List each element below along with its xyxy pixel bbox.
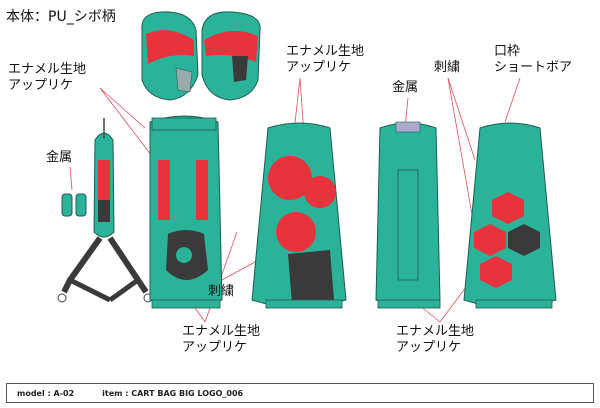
footer-bar: model : A-02 item : CART BAG BIG LOGO_00… — [6, 383, 594, 403]
footer-item: item : CART BAG BIG LOGO_006 — [102, 388, 244, 398]
label-embroidery-top: 刺繍 — [434, 60, 461, 75]
strap — [57, 118, 153, 303]
label-enamel-left-1: エナメル生地 — [8, 62, 87, 77]
metal-clips — [61, 193, 87, 217]
label-enamel-bottom-left: エナメル生地 — [182, 324, 261, 339]
head-cover-left — [141, 11, 199, 101]
label-rim: 口枠 — [494, 44, 521, 59]
bag-front — [149, 115, 223, 309]
label-applique-top: アップリケ — [286, 60, 352, 75]
label-short-boa: ショートボア — [494, 60, 573, 75]
head-cover-right — [201, 11, 261, 101]
bag-side-logo — [251, 122, 347, 309]
label-applique-bottom-right: アップリケ — [396, 340, 462, 355]
label-enamel-top: エナメル生地 — [286, 44, 365, 59]
bag-back — [375, 121, 441, 309]
label-metal-right: 金属 — [392, 80, 419, 95]
label-applique-left-1: アップリケ — [8, 78, 74, 93]
label-body-material: 本体：PU_シボ柄 — [6, 9, 116, 25]
label-applique-bottom-left: アップリケ — [182, 340, 248, 355]
footer-model: model : A-02 — [17, 388, 75, 398]
label-metal-left: 金属 — [46, 150, 73, 165]
label-embroidery-bottom: 刺繍 — [208, 284, 235, 299]
bag-side-hexagon — [463, 122, 557, 309]
bag-illustration — [57, 11, 557, 323]
label-enamel-bottom-right: エナメル生地 — [396, 324, 475, 339]
